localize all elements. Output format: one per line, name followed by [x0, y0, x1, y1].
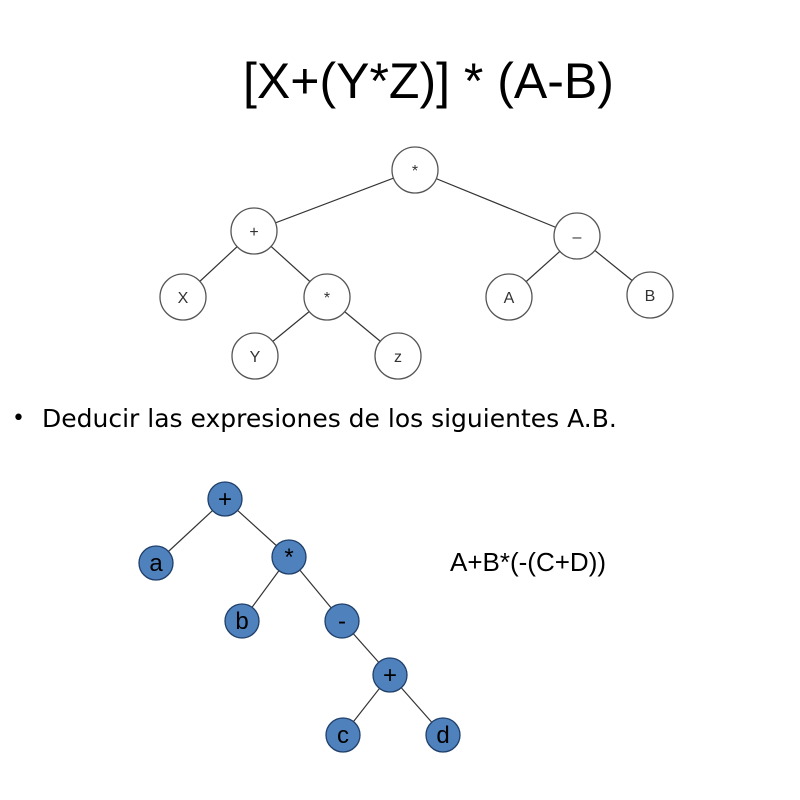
- tree2-nodes: + a * b - + c d: [138, 481, 461, 753]
- tree-node-circle: [553, 212, 601, 260]
- tree-node-label: +: [249, 224, 258, 241]
- tree-node-label: –: [573, 229, 582, 246]
- tree1-edges: [182, 169, 651, 357]
- t1-z-node: z: [374, 332, 422, 380]
- tree-node-circle: [224, 603, 260, 639]
- tree-node-circle: [138, 545, 174, 581]
- t1-minus-node: –: [553, 212, 601, 260]
- tree-node-label: +: [383, 662, 397, 689]
- t1-a-node: A: [485, 273, 533, 321]
- t1-plus-node: +: [230, 207, 278, 255]
- tree-node-circle: [485, 273, 533, 321]
- t1-y-node: Y: [231, 332, 279, 380]
- t2-c-node: c: [325, 717, 361, 753]
- tree-node-label: *: [324, 290, 330, 307]
- bullet-text: Deducir las expresiones de los siguiente…: [42, 404, 617, 433]
- tree-node-label: z: [394, 349, 402, 366]
- tree-node-label: c: [337, 722, 349, 749]
- tree-node-circle: [626, 271, 674, 319]
- tree-node-circle: [207, 481, 243, 517]
- bullet-row: • Deducir las expresiones de los siguien…: [12, 404, 617, 433]
- tree-node-circle: [324, 603, 360, 639]
- tree-node-circle: [325, 717, 361, 753]
- tree-edge: [414, 169, 578, 237]
- tree-node-label: a: [149, 550, 163, 577]
- tree-node-label: X: [178, 290, 189, 307]
- tree-node-circle: [374, 332, 422, 380]
- t2-neg-node: -: [324, 603, 360, 639]
- tree-node-label: b: [235, 608, 248, 635]
- t1-b-node: B: [626, 271, 674, 319]
- tree-node-circle: [231, 332, 279, 380]
- tree-node-label: A: [504, 290, 515, 307]
- answer-expression: A+B*(-(C+D)): [450, 547, 607, 577]
- t1-mul-node: *: [303, 273, 351, 321]
- tree-node-label: +: [218, 486, 232, 513]
- bullet-icon: •: [12, 406, 25, 431]
- t1-root-node: *: [391, 146, 439, 194]
- tree-node-label: *: [412, 163, 418, 180]
- tree-node-circle: [159, 273, 207, 321]
- tree-node-circle: [391, 146, 439, 194]
- t2-b-node: b: [224, 603, 260, 639]
- tree-node-label: *: [284, 544, 293, 571]
- tree-node-circle: [303, 273, 351, 321]
- t2-mul-node: *: [271, 539, 307, 575]
- tree-node-circle: [230, 207, 278, 255]
- tree-node-circle: [425, 717, 461, 753]
- t2-root-node: +: [207, 481, 243, 517]
- tree-node-label: d: [436, 722, 449, 749]
- t2-a-node: a: [138, 545, 174, 581]
- tree-node-circle: [271, 539, 307, 575]
- tree-node-circle: [372, 657, 408, 693]
- tree-node-label: Y: [250, 349, 261, 366]
- t2-d-node: d: [425, 717, 461, 753]
- tree-edge: [253, 169, 416, 232]
- t2-plus-node: +: [372, 657, 408, 693]
- tree-node-label: -: [338, 608, 346, 635]
- title-expression: [X+(Y*Z)] * (A-B): [243, 53, 614, 109]
- tree-node-label: B: [645, 288, 656, 305]
- tree2-edges: [155, 498, 444, 736]
- t1-x-node: X: [159, 273, 207, 321]
